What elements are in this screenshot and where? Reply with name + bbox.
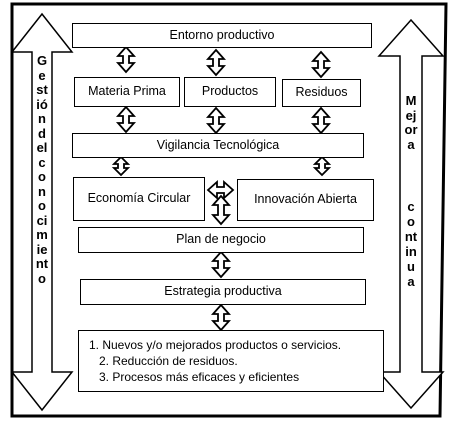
left-label-gestion-conocimiento: Gestióndelconocimiento (35, 53, 49, 286)
box-results: 1. Nuevos y/o mejorados productos o serv… (78, 330, 384, 392)
box-residuos-label: Residuos (295, 85, 348, 100)
result-item-2: 2. Reducción de residuos. (99, 354, 238, 368)
arrow-entorno-residuos (310, 50, 332, 79)
box-plan-label: Plan de negocio (176, 232, 266, 247)
arrow-entorno-materia (115, 45, 137, 74)
arrow-plan-estrategia (210, 250, 232, 279)
box-vigilancia-label: Vigilancia Tecnológica (156, 137, 280, 152)
arrow-entorno-productos (205, 48, 227, 77)
box-productos: Productos (184, 77, 276, 107)
arrow-estrategia-results (210, 303, 232, 332)
box-innovacion-abierta: Innovación Abierta (237, 179, 374, 221)
left-double-arrow (10, 12, 74, 412)
arrow-economia-innovacion (206, 179, 235, 201)
arrow-vigilancia-innovacion (312, 155, 332, 177)
box-materia-label: Materia Prima (88, 84, 166, 99)
box-residuos: Residuos (282, 79, 361, 107)
right-label-mejora: Mejora (404, 93, 418, 152)
box-innovacion-label: Innovación Abierta (254, 192, 357, 207)
right-label-continua: continua (404, 199, 418, 289)
result-item-1: 1. Nuevos y/o mejorados productos o serv… (89, 338, 342, 352)
box-materia-prima: Materia Prima (74, 77, 180, 107)
box-economia-circular: Economía Circular (73, 177, 205, 221)
result-item-3: 3. Procesos más eficaces y eficientes (99, 370, 300, 384)
arrow-central-plan (210, 194, 232, 226)
arrow-vigilancia-economia (111, 155, 131, 177)
box-economia-label: Economía Circular (87, 191, 191, 206)
box-estrategia-label: Estrategia productiva (164, 284, 282, 299)
arrow-materia-vigilancia (115, 105, 137, 134)
box-vigilancia-tecnologica: Vigilancia Tecnológica (72, 133, 364, 158)
box-estrategia-productiva: Estrategia productiva (80, 279, 366, 305)
box-entorno-label: Entorno productivo (169, 27, 275, 42)
arrow-productos-vigilancia (205, 106, 227, 135)
arrow-residuos-vigilancia (310, 106, 332, 135)
box-entorno-productivo: Entorno productivo (72, 23, 372, 48)
box-productos-label: Productos (201, 84, 259, 99)
box-plan-de-negocio: Plan de negocio (78, 227, 364, 253)
right-double-arrow (377, 18, 445, 410)
